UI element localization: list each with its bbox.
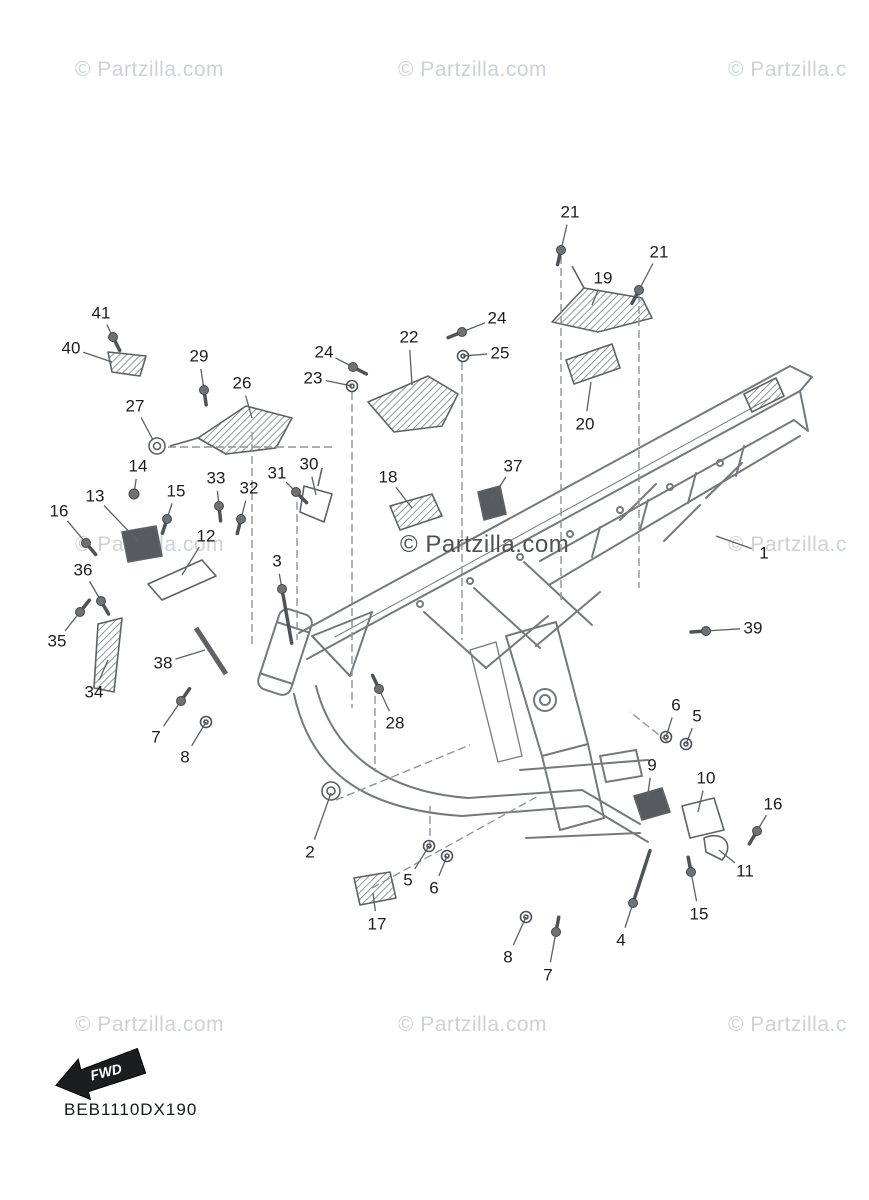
bolt-head-icon: [75, 607, 85, 617]
bolt-head-icon: [457, 327, 467, 337]
watermark-text: © Partzilla.com: [75, 58, 225, 81]
leader-line: [718, 849, 736, 864]
frame-main-tubes: [257, 365, 813, 843]
leader-line: [103, 504, 139, 542]
washer-icon: [444, 853, 450, 859]
fwd-arrow-label: FWD: [89, 1060, 124, 1083]
leader-line: [313, 792, 332, 840]
bolt-head-icon: [701, 626, 711, 636]
washer-icon: [523, 914, 529, 920]
watermark-text: © Partzilla.c: [728, 533, 847, 556]
washer-icon: [663, 734, 669, 740]
bolt-head-icon: [291, 487, 301, 497]
leader-line: [244, 395, 253, 419]
leader-line: [395, 486, 413, 509]
bolt-shaft-icon: [631, 848, 652, 905]
leader-line: [462, 353, 488, 357]
bolt-head-icon: [551, 927, 561, 937]
bolt-head-icon: [686, 867, 696, 877]
watermark-text: © Partzilla.com: [75, 1013, 225, 1036]
construction-lines: [168, 256, 669, 889]
leader-line: [311, 476, 317, 496]
watermark-text: © Partzilla.com: [398, 58, 548, 81]
leader-line: [586, 381, 592, 412]
leader-line: [549, 931, 557, 963]
bolt-head-icon: [634, 285, 644, 295]
washer-icon: [519, 910, 533, 924]
leader-line: [414, 845, 430, 870]
washer-icon: [683, 741, 689, 747]
leader-line: [697, 790, 704, 813]
washer-icon: [345, 379, 359, 393]
washer-icon: [422, 839, 436, 853]
leader-line: [181, 546, 200, 576]
washer-icon: [426, 843, 432, 849]
bolt-head-icon: [176, 696, 186, 706]
diagram-code: BEB1110DX190: [64, 1100, 198, 1119]
bolt-head-icon: [214, 501, 224, 511]
bolt-shaft-icon: [280, 587, 294, 645]
leader-line: [98, 659, 109, 681]
bolt-head-icon: [348, 362, 358, 372]
washer-icon: [659, 730, 673, 744]
bolt-head-icon: [96, 596, 106, 606]
washer-icon: [203, 719, 209, 725]
bolt-head-icon: [752, 826, 762, 836]
leader-line: [372, 892, 376, 912]
bolt-head-icon: [81, 538, 91, 548]
leader-line: [591, 289, 599, 306]
leader-line: [83, 351, 113, 363]
bolt-head-icon: [374, 684, 384, 694]
frame-brackets: [93, 265, 785, 906]
leader-line: [438, 855, 448, 877]
leader-line: [325, 379, 353, 387]
nut-icon: [128, 488, 140, 500]
leader-line: [490, 476, 507, 501]
washer-icon: [440, 849, 454, 863]
watermark-text: © Partzilla.com: [398, 1013, 548, 1036]
leader-line: [512, 916, 527, 946]
washer-icon: [349, 383, 355, 389]
leader-line: [175, 649, 206, 660]
bolt-head-icon: [556, 245, 566, 255]
watermark-text: © Partzilla.c: [728, 1013, 847, 1036]
fwd-arrow-icon: FWD: [55, 1047, 147, 1101]
washer-icon: [456, 349, 470, 363]
leader-line: [191, 721, 207, 747]
steering-head-tube: [257, 608, 313, 696]
leader-line: [162, 700, 182, 727]
leader-line: [140, 417, 154, 441]
leader-line: [409, 349, 413, 386]
watermark-text: © Partzilla.c: [728, 58, 847, 81]
leader-line: [705, 628, 741, 632]
bolt-head-icon: [277, 584, 287, 594]
bolt-head-icon: [162, 514, 172, 524]
watermark-text: © Partzilla.com: [400, 531, 570, 558]
leader-line: [665, 717, 673, 738]
washer-icon: [460, 353, 466, 359]
bolt-head-icon: [108, 332, 118, 342]
bolt-head-icon: [628, 898, 638, 908]
leader-line: [715, 535, 752, 550]
leader-line: [646, 777, 651, 801]
leader-line: [685, 727, 693, 745]
bolt-head-icon: [199, 385, 209, 395]
fwd-arrow-shape: [55, 1047, 147, 1101]
bolt-head-icon: [236, 514, 246, 524]
washer-icon: [199, 715, 213, 729]
washer-icon: [679, 737, 693, 751]
